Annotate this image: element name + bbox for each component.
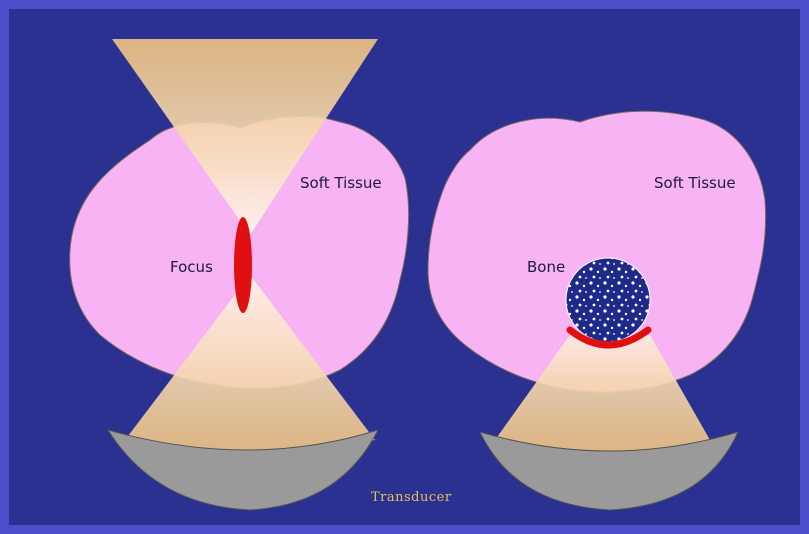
label-soft-tissue-left: Soft Tissue <box>300 174 382 192</box>
label-transducer: Transducer <box>371 490 452 505</box>
bone <box>566 258 650 342</box>
label-focus: Focus <box>170 258 213 276</box>
label-soft-tissue-right: Soft Tissue <box>654 174 736 192</box>
focus-spot <box>234 217 252 313</box>
label-bone: Bone <box>527 258 565 276</box>
